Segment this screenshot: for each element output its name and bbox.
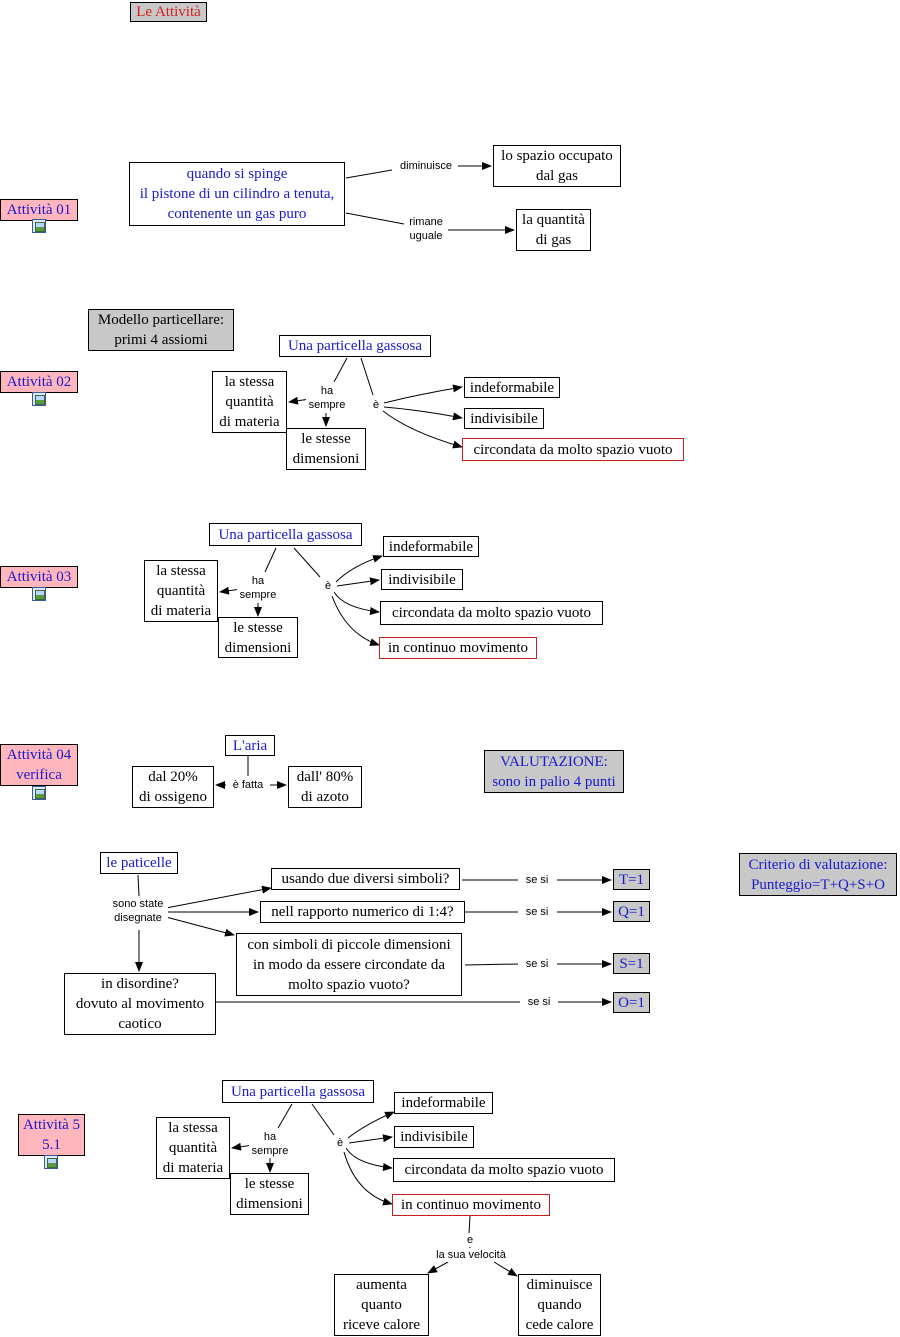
prop-empty-space: circondata da molto spazio vuoto xyxy=(393,1158,615,1182)
speed-increases-node: aumenta quanto riceve calore xyxy=(334,1274,429,1336)
link-e: è xyxy=(322,579,334,593)
prop-indivisibile: indivisibile xyxy=(381,569,463,590)
gas-particle-node: Una particella gassosa xyxy=(279,335,431,357)
image-icon[interactable] xyxy=(32,392,46,406)
link-se-si: se si xyxy=(518,873,556,887)
same-matter-node: la stessa quantità di materia xyxy=(212,371,287,433)
page-title: Le Attività xyxy=(130,2,207,22)
piston-source-node: quando si spinge il pistone di un cilind… xyxy=(129,162,345,226)
gas-quantity-node: la quantità di gas xyxy=(516,209,591,251)
activity-01-label[interactable]: Attività 01 xyxy=(0,199,78,221)
score-o: O=1 xyxy=(613,992,650,1013)
prop-indeformabile: indeformabile xyxy=(464,377,560,398)
prop-indeformabile: indeformabile xyxy=(394,1092,493,1114)
activity-05-label[interactable]: Attività 5 5.1 xyxy=(18,1114,85,1156)
particles-node: le paticelle xyxy=(100,852,178,874)
link-e: è xyxy=(370,398,382,412)
link-e-and: e xyxy=(463,1233,477,1247)
prop-empty-space: circondata da molto spazio vuoto xyxy=(380,601,603,625)
link-e-fatta: è fatta xyxy=(227,778,269,792)
score-t: T=1 xyxy=(613,869,650,890)
question-small-symbols: con simboli di piccole dimensioni in mod… xyxy=(236,933,462,996)
speed-decreases-node: diminuisce quando cede calore xyxy=(518,1274,601,1336)
link-se-si: se si xyxy=(518,957,556,971)
link-sua-velocita: la sua velocità xyxy=(426,1248,516,1262)
same-size-node: le stesse dimensioni xyxy=(286,428,366,470)
prop-continuous-motion: in continuo movimento xyxy=(392,1194,550,1216)
image-icon[interactable] xyxy=(32,786,46,800)
oxygen-node: dal 20% di ossigeno xyxy=(132,766,214,808)
image-icon[interactable] xyxy=(32,219,46,233)
prop-continuous-motion: in continuo movimento xyxy=(379,637,537,659)
activity-02-label[interactable]: Attività 02 xyxy=(0,371,78,393)
image-icon[interactable] xyxy=(44,1155,58,1169)
link-ha-sempre: ha sempre xyxy=(249,1130,291,1158)
question-disorder: in disordine? dovuto al movimento caotic… xyxy=(64,973,216,1035)
score-q: Q=1 xyxy=(613,901,650,922)
particle-model-box: Modello particellare: primi 4 assiomi xyxy=(88,309,234,351)
prop-indivisibile: indivisibile xyxy=(394,1126,474,1148)
prop-empty-space: circondata da molto spazio vuoto xyxy=(462,438,684,461)
same-size-node: le stesse dimensioni xyxy=(218,617,298,658)
image-icon[interactable] xyxy=(32,587,46,601)
same-matter-node: la stessa quantità di materia xyxy=(156,1117,230,1179)
nitrogen-node: dall' 80% di azoto xyxy=(288,766,362,808)
link-diminuisce: diminuisce xyxy=(394,159,458,173)
prop-indeformabile: indeformabile xyxy=(383,536,479,557)
same-matter-node: la stessa quantità di materia xyxy=(144,560,218,622)
gas-particle-node: Una particella gassosa xyxy=(209,523,362,546)
space-occupied-node: lo spazio occupato dal gas xyxy=(493,145,621,187)
link-sono-state-disegnate: sono state disegnate xyxy=(108,897,168,925)
link-e: è xyxy=(334,1136,346,1150)
link-rimane-uguale: rimane uguale xyxy=(404,215,448,243)
link-ha-sempre: ha sempre xyxy=(237,574,279,602)
same-size-node: le stesse dimensioni xyxy=(230,1173,309,1215)
evaluation-box: VALUTAZIONE: sono in palio 4 punti xyxy=(484,750,624,793)
criterion-box: Criterio di valutazione: Punteggio=T+Q+S… xyxy=(739,853,897,896)
link-ha-sempre: ha sempre xyxy=(306,384,348,412)
air-node: L'aria xyxy=(225,735,275,756)
question-two-symbols: usando due diversi simboli? xyxy=(271,868,460,890)
gas-particle-node: Una particella gassosa xyxy=(222,1080,374,1103)
score-s: S=1 xyxy=(613,953,650,974)
link-se-si: se si xyxy=(518,905,556,919)
activity-04-label[interactable]: Attività 04 verifica xyxy=(0,744,78,786)
link-se-si: se si xyxy=(520,995,558,1009)
question-ratio: nell rapporto numerico di 1:4? xyxy=(260,901,465,923)
prop-indivisibile: indivisibile xyxy=(464,408,544,429)
activity-03-label[interactable]: Attività 03 xyxy=(0,566,78,588)
